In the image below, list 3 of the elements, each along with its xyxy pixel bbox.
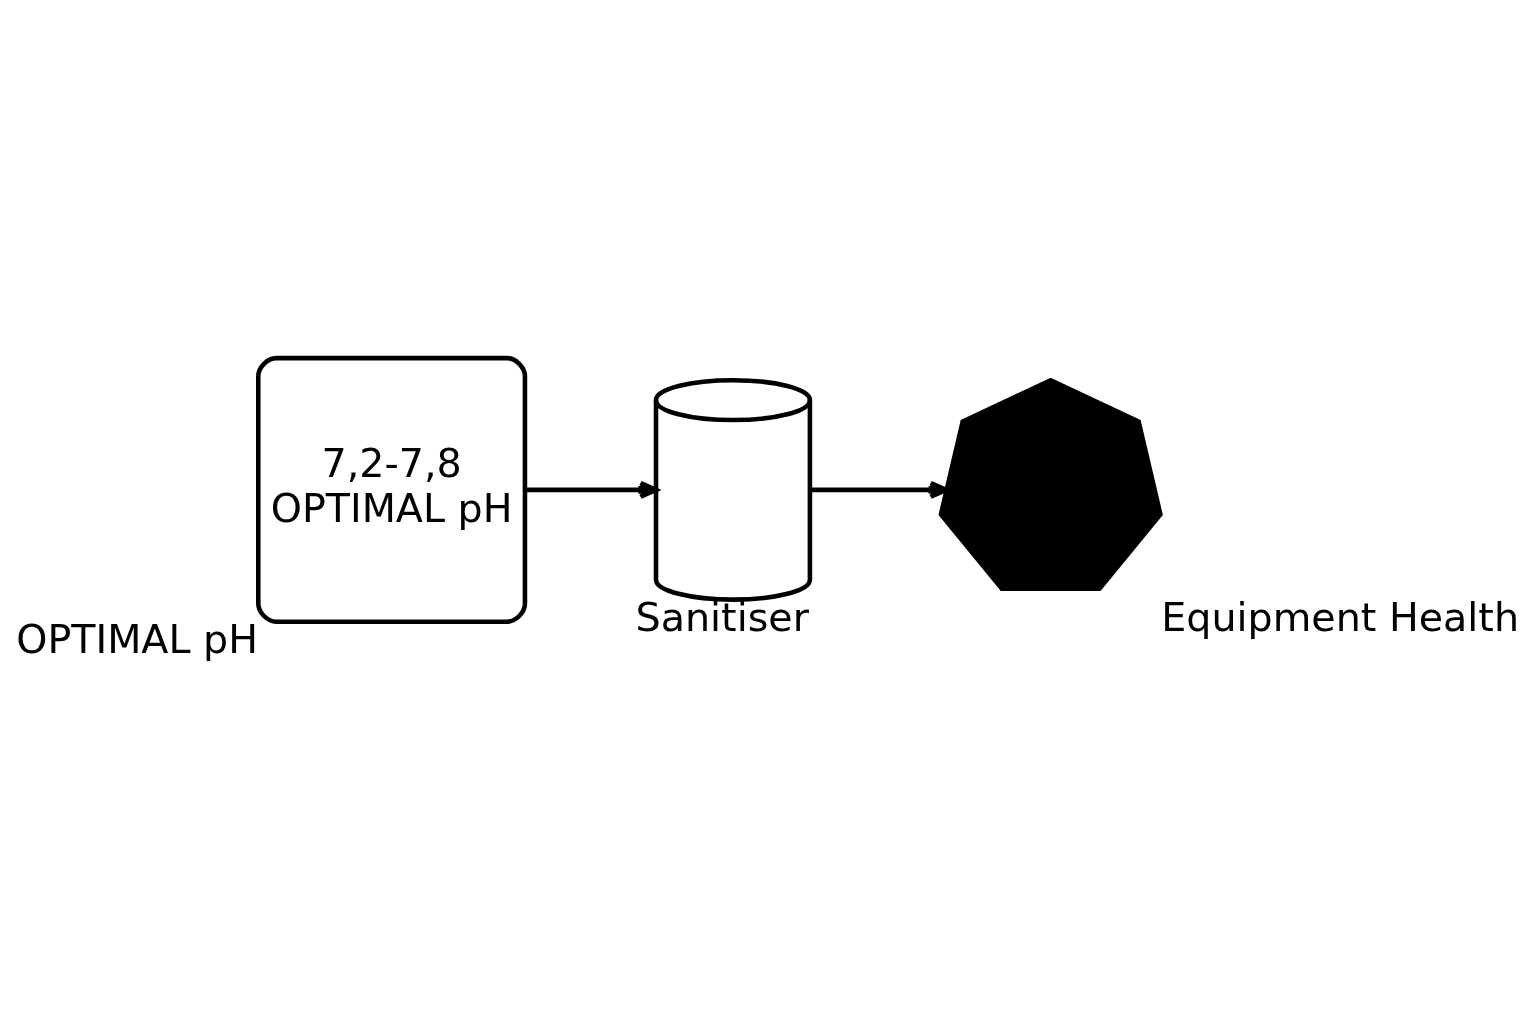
node-label: Equipment Health [1161, 594, 1520, 641]
node-label: OPTIMAL pH [16, 616, 259, 663]
node-label: Sanitiser [635, 594, 809, 641]
